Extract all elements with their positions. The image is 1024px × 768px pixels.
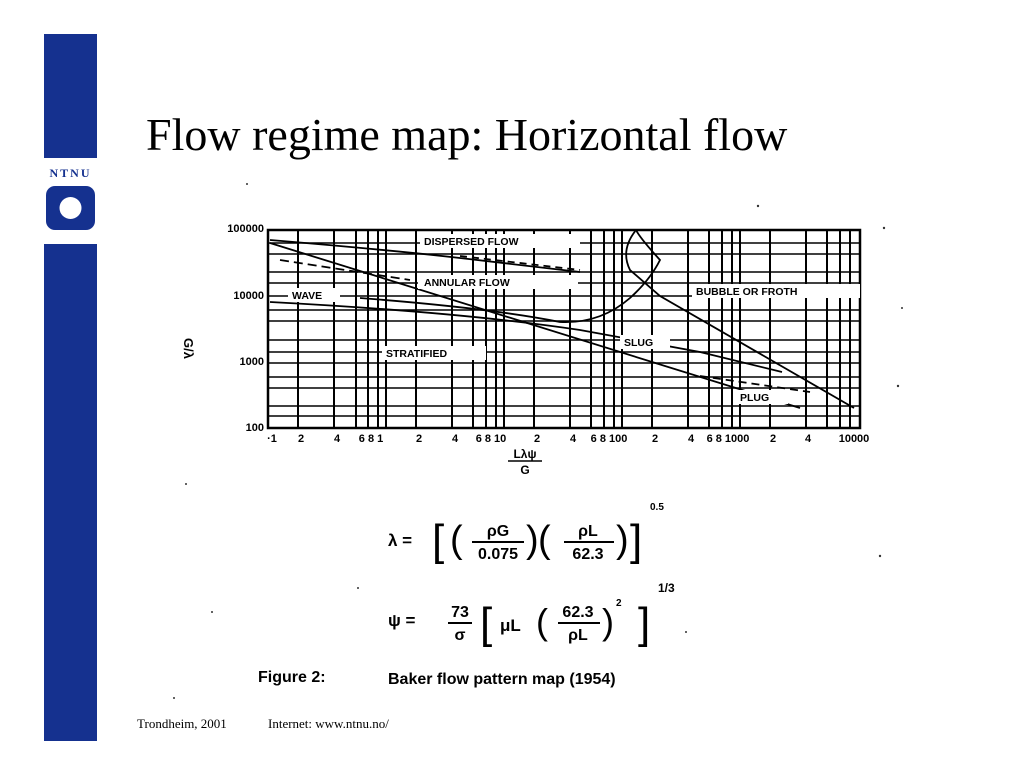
region-label-bubble: BUBBLE OR FROTH	[696, 286, 798, 298]
eq1-den2: 62.3	[572, 546, 603, 563]
eq1-den1: 0.075	[478, 546, 518, 563]
x-tick-label: 2	[416, 433, 422, 445]
footer-location: Trondheim, 2001	[137, 716, 227, 731]
ntnu-logo-icon	[46, 186, 95, 230]
sidebar-bar	[44, 34, 97, 741]
eq1-num2: ρL	[578, 523, 598, 540]
svg-text:(: (	[536, 601, 548, 642]
y-tick-label: 100000	[227, 223, 264, 235]
region-label-wave: WAVE	[292, 290, 322, 302]
x-tick-label: 6 8 100	[591, 433, 628, 445]
figure-caption: Figure 2: Baker flow pattern map (1954)	[258, 669, 616, 688]
psi-equation: ψ = 73 σ [ μL ( 62.3 ρL ) 2 ] 1/3	[388, 581, 675, 648]
eq2-exponent: 1/3	[658, 581, 675, 595]
ntnu-logo-text: NTNU	[49, 166, 92, 180]
y-axis-label: G/λ	[181, 338, 196, 360]
eq2-den2: ρL	[568, 627, 588, 644]
svg-text:): )	[616, 519, 629, 561]
y-tick-label: 1000	[240, 356, 264, 368]
eq2-lhs: ψ =	[388, 611, 416, 630]
svg-text:]: ]	[638, 599, 650, 648]
x-tick-label: 4	[688, 433, 695, 445]
svg-text:): )	[602, 601, 614, 642]
eq1-exponent: 0.5	[650, 502, 664, 513]
eq1-lhs: λ =	[388, 531, 412, 550]
x-tick-label: 6 8 1	[359, 433, 383, 445]
x-tick-label: 6 8 10	[476, 433, 507, 445]
grid-horizontal	[268, 242, 860, 417]
svg-text:[: [	[432, 516, 444, 565]
scan-specks	[173, 183, 903, 699]
baker-flow-map-figure: DISPERSED FLOW ANNULAR FLOW WAVE BUBBLE …	[173, 183, 903, 699]
x-axis-label-denominator: G	[520, 463, 529, 477]
lambda-equation: λ = [ ( ρG 0.075 ) ( ρL 62.3 ) ] 0.5	[388, 502, 664, 565]
caption-label: Figure 2:	[258, 669, 326, 686]
x-tick-label: 10000	[839, 433, 870, 445]
x-axis-label-numerator: Lλψ	[513, 447, 536, 461]
x-tick-label: 4	[805, 433, 812, 445]
x-tick-label: ·1	[267, 433, 277, 445]
x-tick-label: 2	[770, 433, 776, 445]
x-tick-label: 4	[334, 433, 341, 445]
x-tick-label: 6 8 1000	[707, 433, 750, 445]
svg-text:): )	[526, 519, 539, 561]
slide-title: Flow regime map: Horizontal flow	[146, 109, 788, 160]
svg-text:(: (	[450, 519, 463, 561]
x-tick-label: 4	[570, 433, 577, 445]
region-label-annular: ANNULAR FLOW	[424, 277, 510, 289]
x-axis-label: Lλψ G	[508, 447, 542, 477]
eq2-mu: μL	[500, 616, 521, 635]
footer-internet: Internet: www.ntnu.no/	[268, 716, 389, 731]
x-tick-label: 2	[298, 433, 304, 445]
x-tick-label: 4	[452, 433, 459, 445]
svg-text:[: [	[480, 599, 492, 648]
eq2-den1: σ	[455, 627, 466, 644]
x-tick-label: 2	[652, 433, 658, 445]
caption-text: Baker flow pattern map (1954)	[388, 671, 616, 688]
region-label-stratified: STRATIFIED	[386, 348, 447, 360]
y-tick-label: 10000	[233, 290, 264, 302]
eq2-num2: 62.3	[562, 604, 593, 621]
eq2-num1: 73	[451, 604, 469, 621]
eq2-inner-exponent: 2	[616, 598, 622, 609]
x-tick-label: 2	[534, 433, 540, 445]
svg-text:]: ]	[630, 516, 642, 565]
region-label-dispersed: DISPERSED FLOW	[424, 236, 519, 248]
y-tick-label: 100	[246, 422, 264, 434]
grid-vertical	[297, 230, 851, 428]
regime-boundaries	[269, 229, 855, 409]
region-label-slug: SLUG	[624, 337, 653, 349]
region-label-plug: PLUG	[740, 392, 769, 404]
svg-text:(: (	[538, 519, 551, 561]
eq1-num1: ρG	[487, 523, 509, 540]
